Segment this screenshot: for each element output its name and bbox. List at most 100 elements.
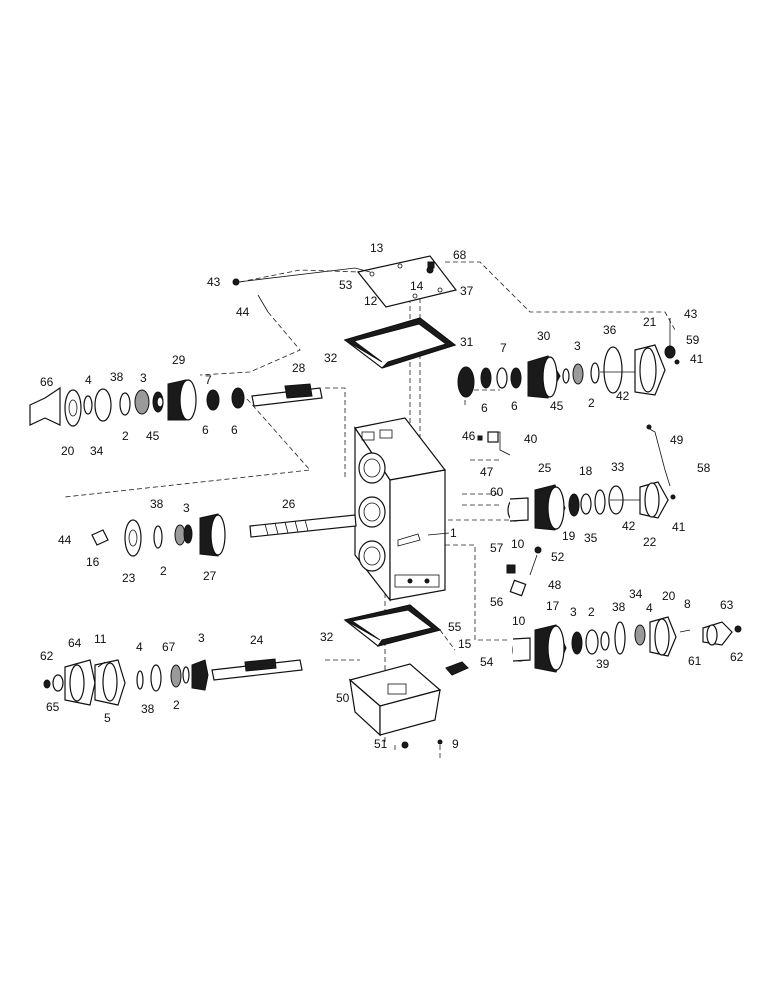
callout-42: 42 — [622, 519, 636, 533]
callout-4: 4 — [136, 640, 143, 654]
callout-19: 19 — [562, 529, 576, 543]
callout-58: 58 — [697, 461, 711, 475]
callout-44: 44 — [236, 305, 250, 319]
callout-32: 32 — [324, 351, 338, 365]
callout-59: 59 — [686, 333, 700, 347]
callout-3: 3 — [570, 605, 577, 619]
callout-39: 39 — [596, 657, 610, 671]
callout-10: 10 — [511, 537, 525, 551]
callout-12: 12 — [364, 294, 378, 308]
callout-50: 50 — [336, 691, 350, 705]
callout-45: 45 — [146, 429, 160, 443]
callout-3: 3 — [574, 339, 581, 353]
callout-43: 43 — [207, 275, 221, 289]
callout-53: 53 — [339, 278, 353, 292]
callout-2: 2 — [122, 429, 129, 443]
callout-2: 2 — [588, 605, 595, 619]
callout-2: 2 — [588, 396, 595, 410]
callout-46: 46 — [462, 429, 476, 443]
callout-63: 63 — [720, 598, 734, 612]
callout-24: 24 — [250, 633, 264, 647]
lower-right-shaft-assembly — [512, 616, 742, 673]
callout-2: 2 — [173, 698, 180, 712]
callout-67: 67 — [162, 640, 176, 654]
callout-6: 6 — [511, 399, 518, 413]
callout-6: 6 — [231, 423, 238, 437]
callout-2: 2 — [160, 564, 167, 578]
callout-3: 3 — [140, 371, 147, 385]
callout-23: 23 — [122, 571, 136, 585]
callout-38: 38 — [612, 600, 626, 614]
callout-labels: 1 2 2 2 2 2 3 3 3 3 3 4 4 4 5 6 6 6 6 7 … — [40, 241, 744, 751]
callout-21: 21 — [643, 315, 657, 329]
callout-55: 55 — [448, 620, 462, 634]
callout-62: 62 — [40, 649, 54, 663]
bottom-gasket — [343, 604, 442, 647]
callout-31: 31 — [460, 335, 474, 349]
callout-9: 9 — [452, 737, 459, 751]
callout-22: 22 — [643, 535, 657, 549]
callout-41: 41 — [672, 520, 686, 534]
callout-20: 20 — [61, 444, 75, 458]
callout-54: 54 — [480, 655, 494, 669]
callout-18: 18 — [579, 464, 593, 478]
callout-20: 20 — [662, 589, 676, 603]
callout-11: 11 — [94, 632, 107, 646]
callout-35: 35 — [584, 531, 598, 545]
callout-25: 25 — [538, 461, 552, 475]
callout-15: 15 — [458, 637, 472, 651]
callout-51: 51 — [374, 737, 388, 751]
callout-34: 34 — [90, 444, 104, 458]
shift-rods — [232, 266, 511, 456]
callout-37: 37 — [460, 284, 474, 298]
callout-38: 38 — [141, 702, 155, 716]
callout-6: 6 — [481, 401, 488, 415]
callout-26: 26 — [282, 497, 296, 511]
callout-1: 1 — [450, 526, 457, 540]
pan-small-parts — [401, 546, 542, 749]
callout-32: 32 — [320, 630, 334, 644]
callout-40: 40 — [524, 432, 538, 446]
callout-4: 4 — [646, 601, 653, 615]
callout-29: 29 — [172, 353, 186, 367]
callout-8: 8 — [684, 597, 691, 611]
middle-left-shaft-assembly — [91, 513, 357, 557]
callout-36: 36 — [603, 323, 617, 337]
callout-38: 38 — [150, 497, 164, 511]
callout-34: 34 — [629, 587, 643, 601]
leader-lines — [427, 532, 450, 536]
callout-56: 56 — [490, 595, 504, 609]
callout-61: 61 — [688, 654, 702, 668]
callout-7: 7 — [205, 373, 212, 387]
top-gasket — [343, 317, 457, 369]
callout-57: 57 — [490, 541, 504, 555]
callout-33: 33 — [611, 460, 625, 474]
callout-4: 4 — [85, 373, 92, 387]
callout-64: 64 — [68, 636, 82, 650]
callout-7: 7 — [500, 341, 507, 355]
callout-14: 14 — [410, 279, 424, 293]
top-left-shaft-assembly — [29, 379, 323, 427]
callout-47: 47 — [480, 465, 494, 479]
callout-49: 49 — [670, 433, 684, 447]
callout-60: 60 — [490, 485, 504, 499]
callout-52: 52 — [551, 550, 565, 564]
gearbox-housing — [353, 417, 447, 602]
callout-5: 5 — [104, 711, 111, 725]
callout-45: 45 — [550, 399, 564, 413]
callout-3: 3 — [183, 501, 190, 515]
callout-10: 10 — [512, 614, 526, 628]
callout-48: 48 — [548, 578, 562, 592]
callout-66: 66 — [40, 375, 54, 389]
callout-28: 28 — [292, 361, 306, 375]
callout-3: 3 — [198, 631, 205, 645]
callout-16: 16 — [86, 555, 100, 569]
callout-6: 6 — [202, 423, 209, 437]
oil-pan — [348, 663, 442, 737]
callout-43: 43 — [684, 307, 698, 321]
callout-41: 41 — [690, 352, 704, 366]
callout-27: 27 — [203, 569, 217, 583]
callout-65: 65 — [46, 700, 60, 714]
callout-42: 42 — [616, 389, 630, 403]
